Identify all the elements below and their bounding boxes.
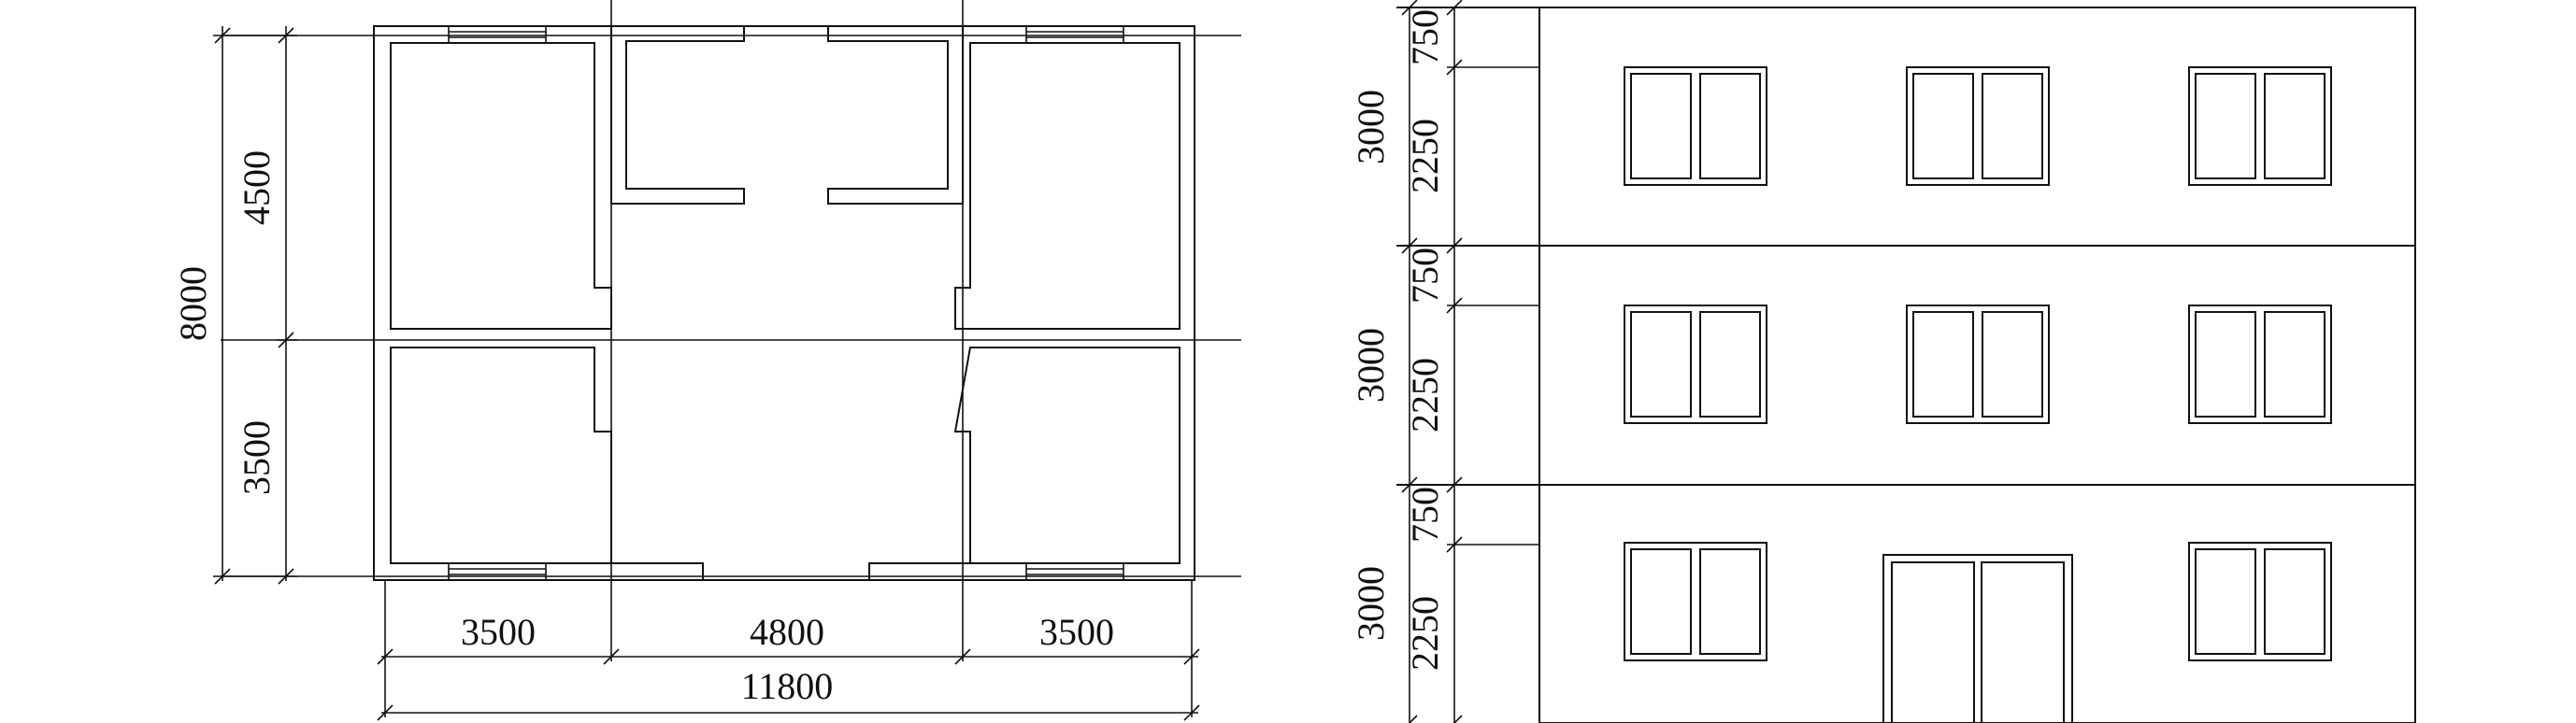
- elevation-dimension-labels: 3000 750 2250 3000 750 2250 3000 750 225…: [1350, 9, 1446, 671]
- plan-windows: [448, 25, 1124, 581]
- elev-window: [1624, 542, 1767, 661]
- elev-window: [1624, 66, 1767, 186]
- facade-outline: [1538, 7, 2416, 723]
- plan-horizontal-dimensions: [377, 648, 1200, 721]
- elevation-dimension-lines: [1401, 0, 1539, 723]
- plan-depth-2: 3500: [236, 420, 278, 495]
- floor-2-height: 3000: [1350, 328, 1392, 403]
- outer-wall: [373, 25, 1195, 581]
- room-bottom-right: [953, 347, 1181, 564]
- floor-plan: [213, 0, 1241, 721]
- floor-1-height: 3000: [1350, 566, 1392, 641]
- floor-1-lower: 2250: [1404, 596, 1446, 671]
- plan-dimension-labels: 3500 4800 3500 11800 4500 3500 8000: [172, 150, 1114, 707]
- elev-window: [2188, 305, 2332, 424]
- plan-width-3: 3500: [1039, 611, 1114, 653]
- plan-depth-1: 4500: [236, 150, 278, 225]
- room-bottom-left: [390, 347, 612, 564]
- room-top-left: [390, 42, 612, 330]
- floor-3-upper: 750: [1404, 9, 1446, 65]
- elev-window: [2188, 66, 2332, 186]
- plan-width-1: 3500: [461, 611, 536, 653]
- plan-vertical-dimensions: [213, 26, 297, 585]
- center-top-right-wall: [827, 26, 964, 205]
- floor-1-upper: 750: [1404, 487, 1446, 543]
- plan-total-depth: 8000: [172, 266, 214, 341]
- plan-window-bottom-left: [448, 562, 547, 581]
- elev-window: [1624, 305, 1767, 424]
- elev-window: [2188, 542, 2332, 661]
- entrance-door: [1882, 554, 2073, 723]
- elevation: [1396, 0, 2416, 723]
- plan-window-bottom-right: [1025, 562, 1124, 581]
- room-top-right: [954, 42, 1181, 330]
- floor-3-lower: 2250: [1404, 119, 1446, 193]
- center-top-left-wall: [610, 26, 745, 205]
- elev-window: [1906, 66, 2050, 186]
- elev-window: [1906, 305, 2050, 424]
- bottom-right-stub-wall: [868, 562, 970, 581]
- bottom-left-stub-wall: [594, 562, 704, 581]
- plan-window-top-right: [1025, 25, 1124, 44]
- floor-2-lower: 2250: [1404, 358, 1446, 432]
- floor-2-upper: 750: [1404, 248, 1446, 304]
- plan-window-top-left: [448, 25, 547, 44]
- plan-width-2: 4800: [750, 611, 824, 653]
- plan-total-width: 11800: [741, 665, 834, 707]
- elevation-windows: [1624, 66, 2332, 661]
- floor-3-height: 3000: [1350, 90, 1392, 164]
